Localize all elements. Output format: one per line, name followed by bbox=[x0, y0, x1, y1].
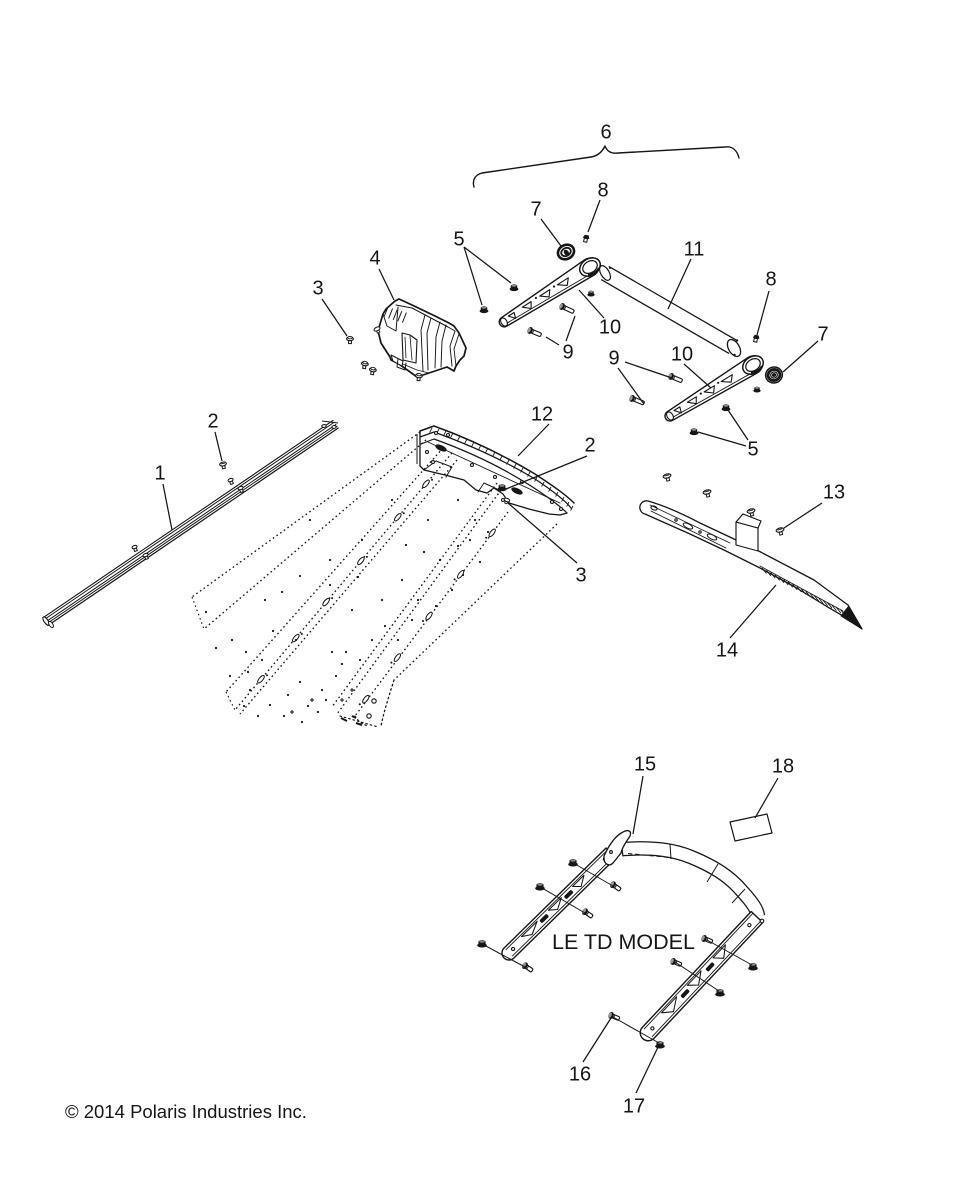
svg-text:13: 13 bbox=[823, 482, 845, 504]
svg-text:9: 9 bbox=[562, 342, 573, 364]
svg-text:3: 3 bbox=[312, 278, 323, 300]
svg-text:7: 7 bbox=[817, 324, 828, 346]
svg-text:7: 7 bbox=[530, 199, 541, 221]
svg-text:5: 5 bbox=[453, 229, 464, 251]
svg-text:1: 1 bbox=[154, 463, 165, 485]
svg-text:5: 5 bbox=[747, 439, 758, 461]
svg-text:2: 2 bbox=[207, 411, 218, 433]
svg-text:6: 6 bbox=[600, 122, 611, 144]
svg-text:18: 18 bbox=[772, 756, 794, 778]
svg-text:© 2014 Polaris Industries Inc.: © 2014 Polaris Industries Inc. bbox=[65, 1101, 307, 1122]
svg-text:8: 8 bbox=[765, 269, 776, 291]
svg-text:LE TD MODEL: LE TD MODEL bbox=[552, 930, 695, 954]
svg-text:17: 17 bbox=[623, 1096, 645, 1118]
svg-text:8: 8 bbox=[597, 180, 608, 202]
svg-text:15: 15 bbox=[634, 754, 656, 776]
svg-text:16: 16 bbox=[569, 1064, 591, 1086]
svg-text:3: 3 bbox=[575, 565, 586, 587]
svg-text:12: 12 bbox=[531, 404, 553, 426]
svg-text:9: 9 bbox=[608, 348, 619, 370]
svg-text:2: 2 bbox=[584, 435, 595, 457]
svg-text:14: 14 bbox=[716, 640, 738, 662]
svg-text:4: 4 bbox=[369, 248, 380, 270]
svg-text:10: 10 bbox=[671, 344, 693, 366]
svg-text:11: 11 bbox=[684, 239, 705, 261]
svg-text:10: 10 bbox=[599, 317, 621, 339]
